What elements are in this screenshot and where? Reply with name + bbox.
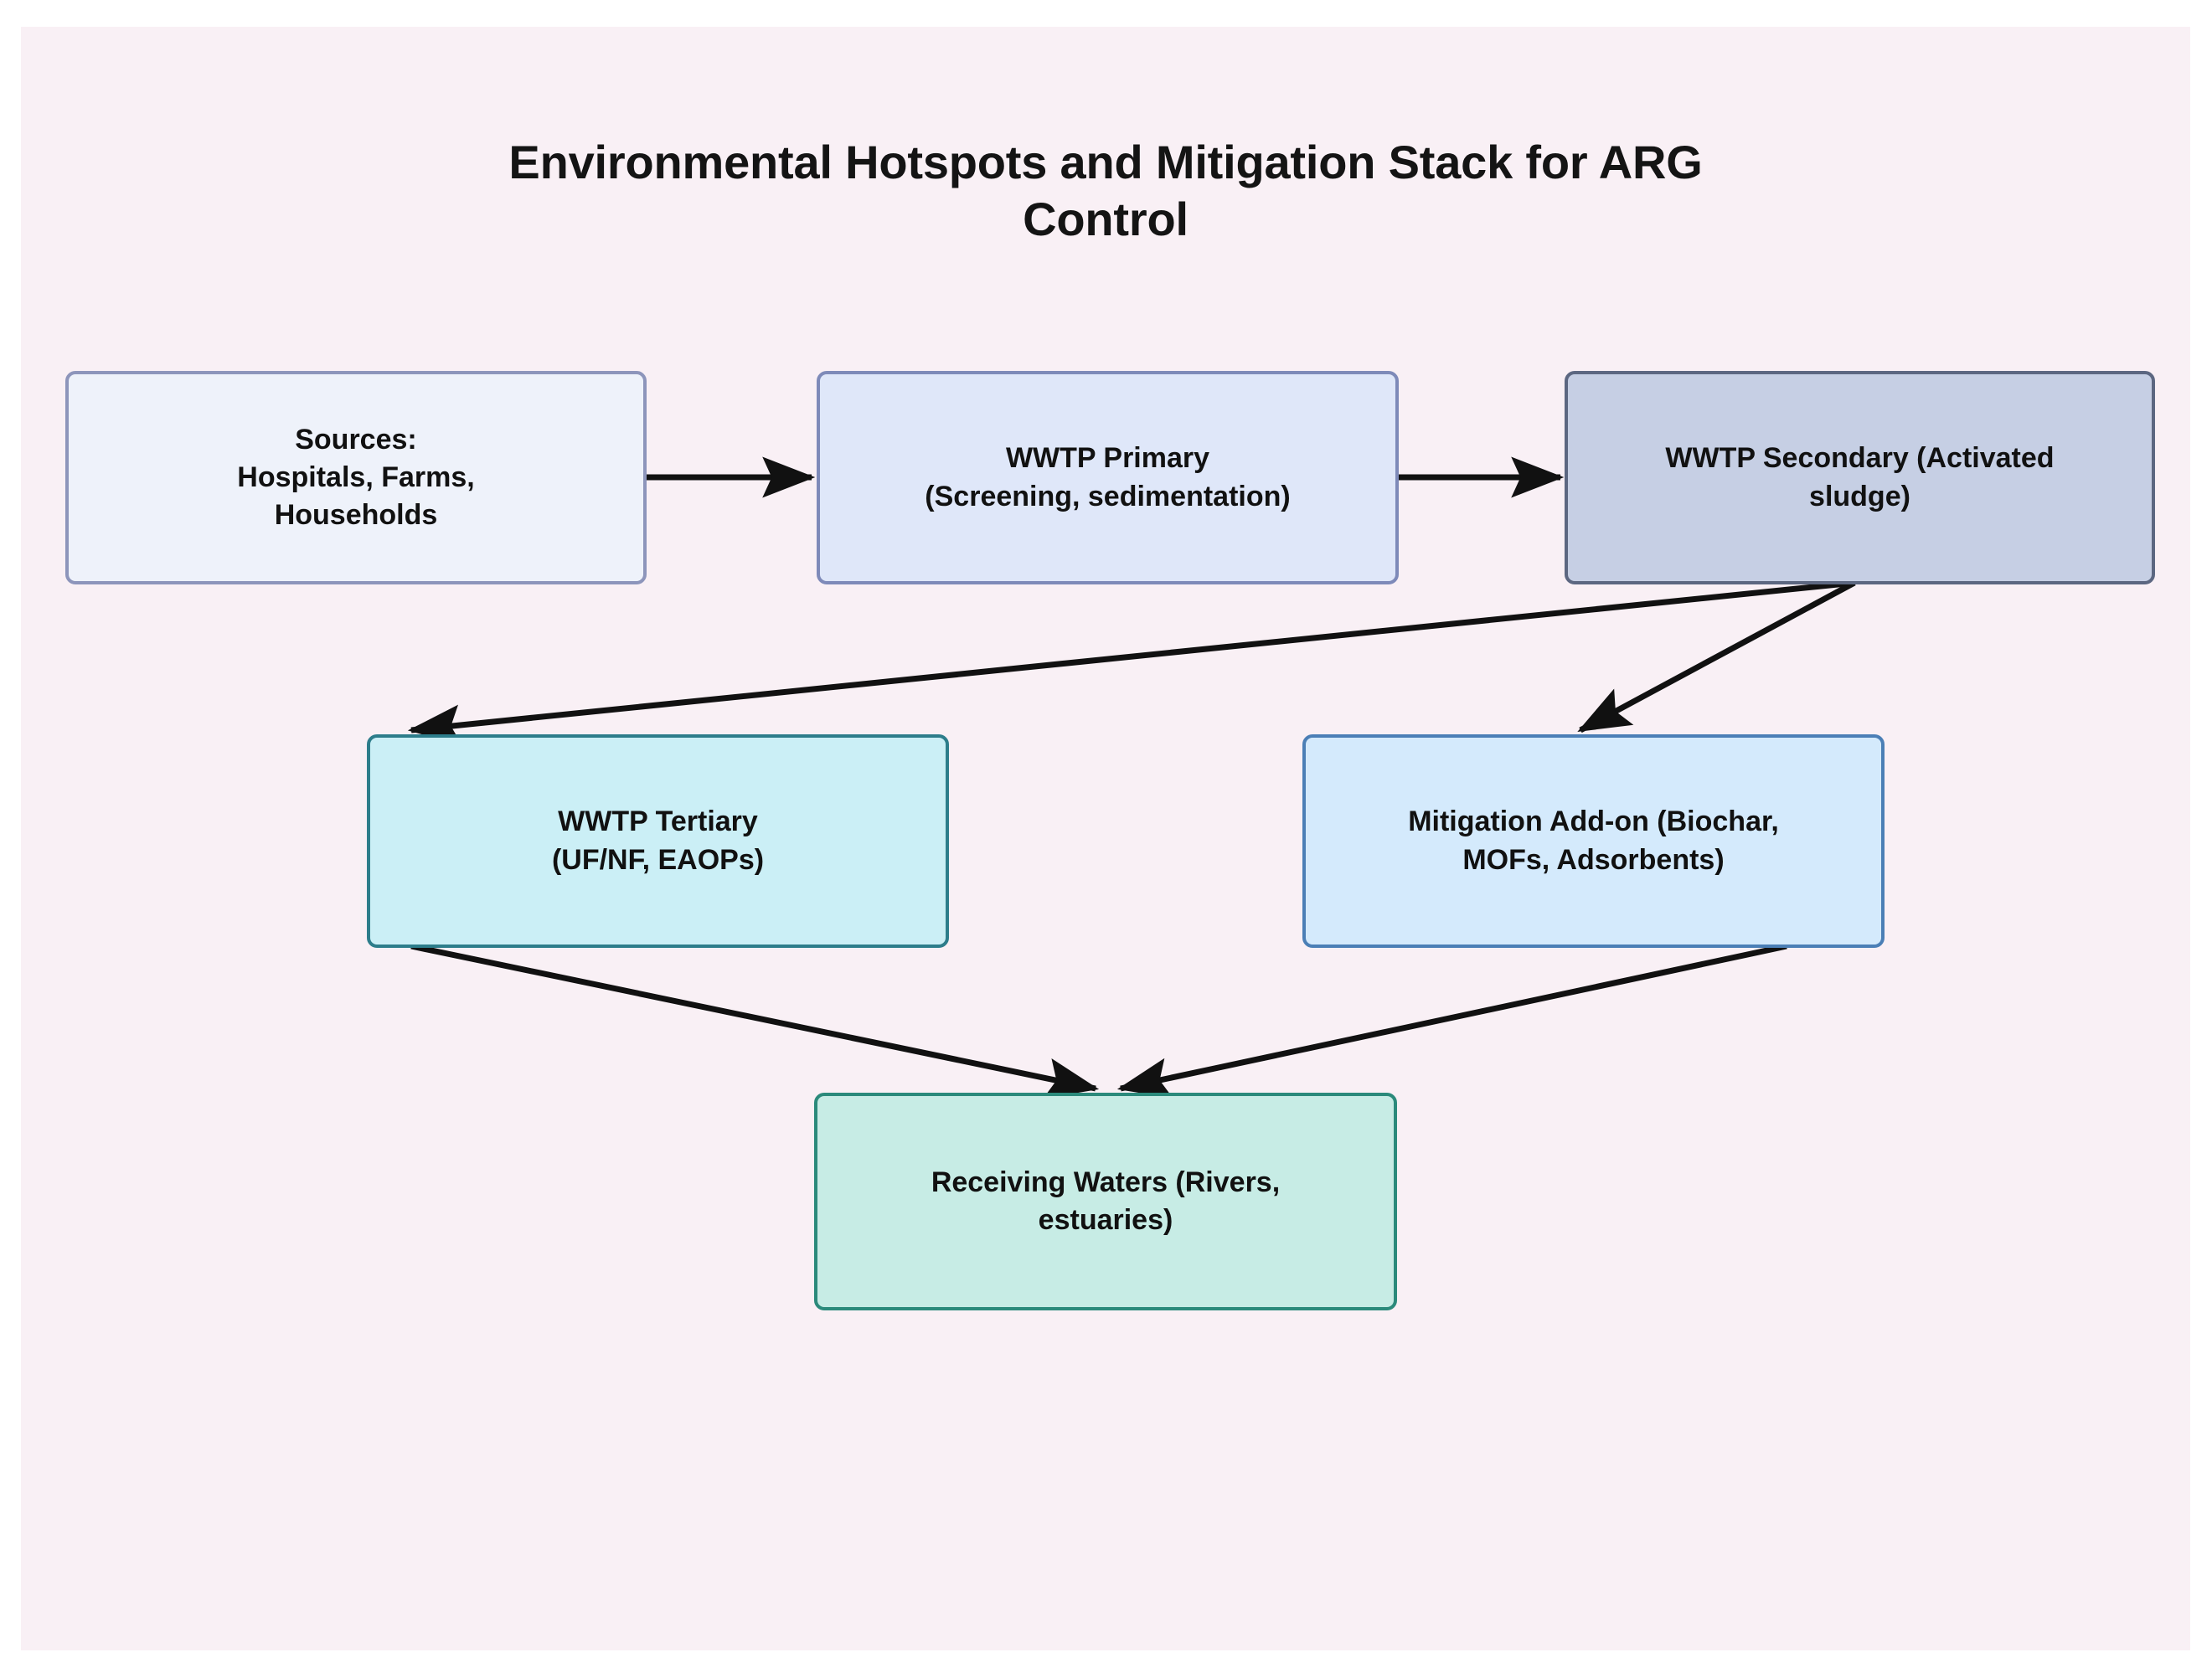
node-wwtp-primary-line-1: WWTP Primary [1005,442,1210,475]
page-title: Environmental Hotspots and Mitigation St… [21,134,2190,249]
node-sources[interactable]: Sources: Hospitals, Farms, Households [65,371,647,584]
diagram-canvas: Environmental Hotspots and Mitigation St… [21,27,2190,1650]
node-wwtp-tertiary[interactable]: WWTP Tertiary (UF/NF, EAOPs) [367,734,949,948]
node-receiving-waters[interactable]: Receiving Waters (Rivers, estuaries) [814,1093,1397,1310]
edge-secondary-to-mitigation [1577,579,1856,733]
edge-secondary-to-tertiary [407,579,1855,746]
node-wwtp-secondary[interactable]: WWTP Secondary (Activated sludge) [1565,371,2155,584]
node-sources-line-1: Sources: [295,423,417,456]
node-sources-line-3: Households [274,499,438,532]
node-sources-line-2: Hospitals, Farms, [237,461,475,493]
node-wwtp-secondary-line-2: sludge) [1809,480,1910,512]
node-receiving-waters-line-1: Receiving Waters (Rivers, [931,1166,1281,1198]
node-wwtp-primary-line-2: (Screening, sedimentation) [925,480,1291,512]
page-title-line-1: Environmental Hotspots and Mitigation St… [508,136,1703,188]
edge-mitigation-to-receiving [1116,943,1787,1099]
page-title-line-2: Control [1023,193,1188,246]
node-mitigation-add-on-line-1: Mitigation Add-on (Biochar, [1408,806,1779,838]
node-wwtp-tertiary-line-2: (UF/NF, EAOPs) [551,843,765,876]
node-receiving-waters-line-2: estuaries) [1038,1204,1173,1236]
edge-tertiary-to-receiving [410,943,1100,1099]
node-wwtp-secondary-line-1: WWTP Secondary (Activated [1665,442,2055,475]
node-wwtp-tertiary-line-1: WWTP Tertiary [558,806,758,838]
node-mitigation-add-on-line-2: MOFs, Adsorbents) [1462,843,1725,876]
node-wwtp-primary[interactable]: WWTP Primary (Screening, sedimentation) [817,371,1399,584]
node-mitigation-add-on[interactable]: Mitigation Add-on (Biochar, MOFs, Adsorb… [1302,734,1885,948]
